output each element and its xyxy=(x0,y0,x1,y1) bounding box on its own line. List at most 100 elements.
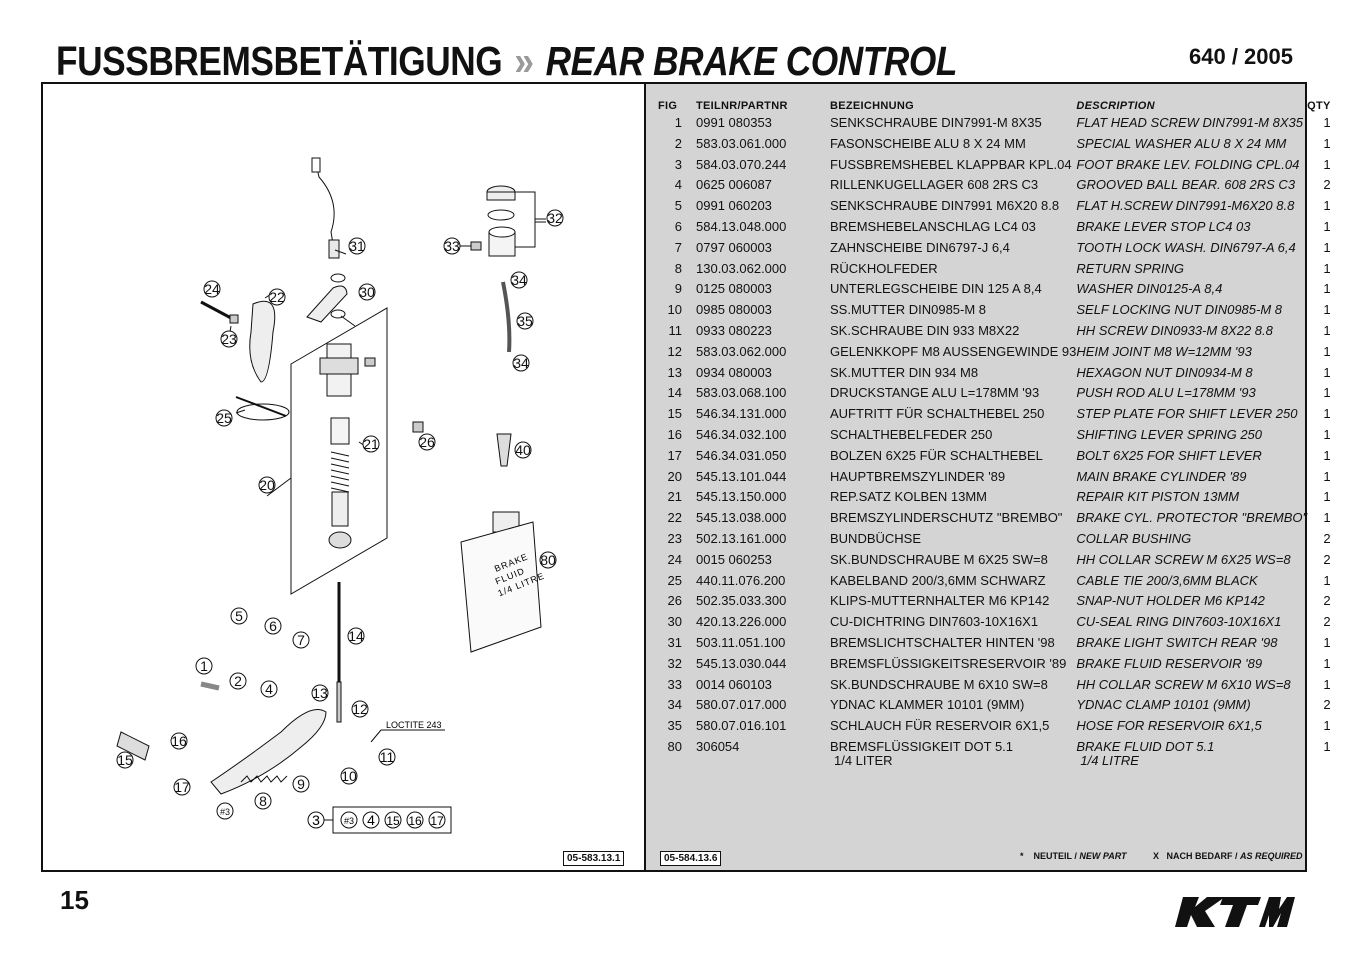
svg-text:4: 4 xyxy=(265,681,273,697)
cell-english: HH COLLAR SCREW M 6X10 WS=8 xyxy=(1076,676,1291,692)
cell-english: FLAT H.SCREW DIN7991-M6X20 8.8 xyxy=(1076,198,1295,214)
svg-text:13: 13 xyxy=(312,685,328,701)
cell-fig: 11 xyxy=(668,322,683,338)
cell-fig: 32 xyxy=(667,655,682,671)
svg-text:15: 15 xyxy=(117,752,133,768)
cell-part-number: 0991 060203 xyxy=(696,198,772,214)
cell-part-number: 0625 006087 xyxy=(696,177,772,193)
cell-english: HEXAGON NUT DIN0934-M 8 xyxy=(1076,364,1253,380)
cell-english: CABLE TIE 200/3,6MM BLACK xyxy=(1076,572,1258,588)
cell-part-number: 306054 xyxy=(696,738,740,754)
cell-english: HEIM JOINT M8 W=12MM '93 xyxy=(1076,343,1252,359)
svg-text:16: 16 xyxy=(408,814,422,828)
cell-german: GELENKKOPF M8 AUSSENGEWINDE 93 xyxy=(830,343,1077,359)
cell-qty: 2 xyxy=(1323,697,1331,713)
cell-fig: 2 xyxy=(674,135,682,151)
cell-qty: 1 xyxy=(1323,718,1331,734)
cell-qty: 1 xyxy=(1323,510,1331,526)
callout: 13 xyxy=(311,684,329,702)
cell-part-number: 502.13.161.000 xyxy=(696,530,787,546)
callout: 10 xyxy=(340,767,358,785)
callout: #3 xyxy=(216,802,234,820)
svg-text:16: 16 xyxy=(171,733,187,749)
callout: 40 xyxy=(514,441,532,459)
cell-part-number: 0933 080223 xyxy=(696,322,772,338)
cell-qty: 1 xyxy=(1323,655,1331,671)
callout: 9 xyxy=(292,775,310,793)
cell-fig: 16 xyxy=(667,426,682,442)
svg-text:17: 17 xyxy=(174,779,190,795)
table-ref-code: 05-584.13.6 xyxy=(660,851,722,866)
cell-fig: 23 xyxy=(667,530,682,546)
cell-english: MAIN BRAKE CYLINDER '89 xyxy=(1076,468,1247,484)
callout: 80 xyxy=(539,551,557,569)
svg-text:20: 20 xyxy=(259,477,275,493)
svg-text:40: 40 xyxy=(515,442,531,458)
cell-german: SK.BUNDSCHRAUBE M 6X10 SW=8 xyxy=(830,676,1048,692)
cell-english: BRAKE LEVER STOP LC4 03 xyxy=(1076,218,1251,234)
cell-german: RILLENKUGELLAGER 608 2RS C3 xyxy=(830,177,1039,193)
cell-fig: 80 xyxy=(667,738,682,754)
header-german: BEZEICHNUNG xyxy=(830,99,914,112)
svg-text:30: 30 xyxy=(359,284,375,300)
cell-english: SPECIAL WASHER ALU 8 X 24 MM xyxy=(1076,135,1287,151)
cell-qty: 1 xyxy=(1323,260,1331,276)
title-german: FUSSBREMSBETÄTIGUNG xyxy=(56,38,503,84)
parts-table: FIG TEILNR/PARTNR BEZEICHNUNG DESCRIPTIO… xyxy=(658,96,1331,768)
cell-german: SK.BUNDSCHRAUBE M 6X25 SW=8 xyxy=(830,551,1048,567)
cell-english: HH COLLAR SCREW M 6X25 WS=8 xyxy=(1076,551,1291,567)
callout: 15 xyxy=(116,751,134,769)
cell-part-number: 545.13.150.000 xyxy=(696,489,787,505)
cell-fig: 24 xyxy=(667,551,682,567)
header-qty: QTY xyxy=(1307,99,1331,112)
cell-part-number: 545.13.030.044 xyxy=(696,655,787,671)
callout: 35 xyxy=(516,312,534,330)
svg-text:23: 23 xyxy=(221,331,237,347)
svg-text:7: 7 xyxy=(297,632,305,648)
cell-german: BUNDBÜCHSE xyxy=(830,530,922,546)
callout: 22 xyxy=(268,288,286,306)
callout: 1 xyxy=(195,657,213,675)
cell-german-sub: 1/4 LITER xyxy=(834,752,893,768)
callout: 6 xyxy=(264,617,282,635)
svg-text:25: 25 xyxy=(216,410,232,426)
cell-qty: 1 xyxy=(1323,281,1331,297)
svg-text:10: 10 xyxy=(341,768,357,784)
cell-qty: 1 xyxy=(1323,385,1331,401)
cell-part-number: 0985 080003 xyxy=(696,302,772,318)
cell-fig: 8 xyxy=(674,260,682,276)
cell-english: BRAKE FLUID RESERVOIR '89 xyxy=(1076,655,1263,671)
svg-text:5: 5 xyxy=(235,608,243,624)
svg-text:14: 14 xyxy=(348,628,364,644)
cell-qty: 2 xyxy=(1323,551,1331,567)
cell-german: SS.MUTTER DIN0985-M 8 xyxy=(830,302,987,318)
svg-text:9: 9 xyxy=(297,776,305,792)
svg-text:35: 35 xyxy=(517,313,533,329)
cell-qty: 1 xyxy=(1323,239,1331,255)
cell-german: SK.MUTTER DIN 934 M8 xyxy=(830,364,979,380)
cell-german: FUSSBREMSHEBEL KLAPPBAR KPL.04 xyxy=(830,156,1072,172)
cell-part-number: 580.07.017.000 xyxy=(696,697,787,713)
cell-german: UNTERLEGSCHEIBE DIN 125 A 8,4 xyxy=(830,281,1042,297)
cell-part-number: 583.03.061.000 xyxy=(696,135,787,151)
parts-list-panel xyxy=(646,84,1307,870)
cell-part-number: 420.13.226.000 xyxy=(696,614,787,630)
cell-german: SCHALTHEBELFEDER 250 xyxy=(830,426,993,442)
cell-part-number: 0934 080003 xyxy=(696,364,772,380)
cell-german: REP.SATZ KOLBEN 13MM xyxy=(830,489,988,505)
svg-text:8: 8 xyxy=(259,793,267,809)
